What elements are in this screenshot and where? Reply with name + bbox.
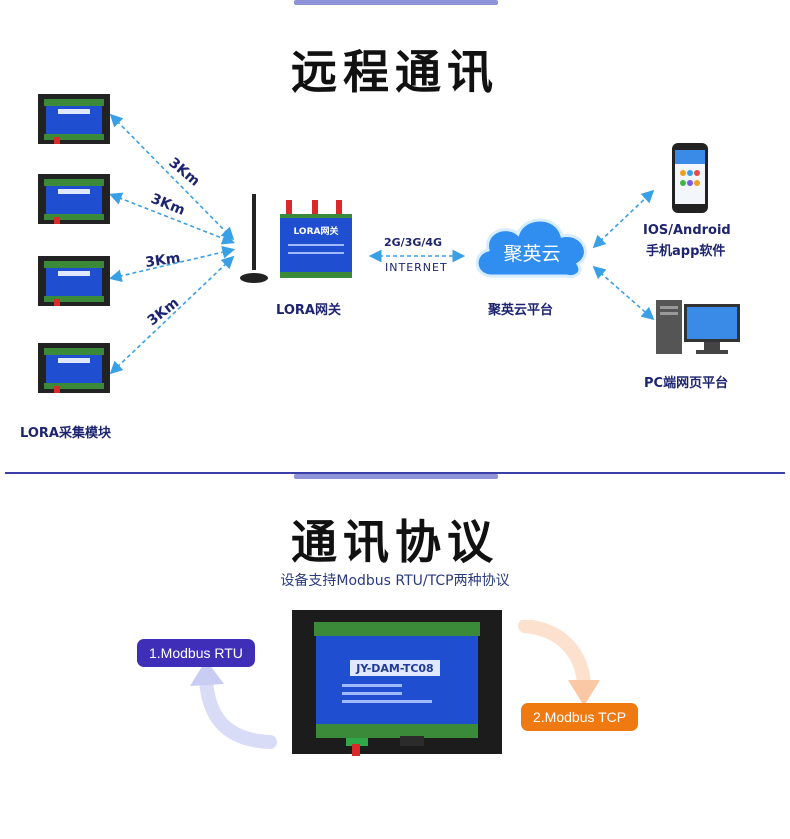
cloud-label: 聚英云平台 bbox=[488, 303, 554, 318]
device-model-text: JY-DAM-TC08 bbox=[355, 662, 433, 675]
arrow-tcp bbox=[518, 620, 591, 691]
section2-subtitle: 设备支持Modbus RTU/TCP两种协议 bbox=[280, 573, 510, 589]
link-cloud-pc bbox=[592, 265, 655, 321]
lora-module-3 bbox=[38, 256, 110, 306]
phone-icon bbox=[672, 143, 708, 213]
arrow-rtu bbox=[199, 673, 277, 749]
lora-module-1 bbox=[38, 94, 110, 144]
gateway-screen-text: LORA网关 bbox=[294, 225, 339, 237]
link-module-1 bbox=[109, 113, 235, 241]
middle-tab-bar bbox=[294, 474, 498, 479]
lora-module-2 bbox=[38, 174, 110, 224]
pc-icon bbox=[656, 300, 740, 354]
top-tab-bar bbox=[294, 0, 498, 5]
lora-gateway: LORA网关 bbox=[240, 194, 352, 283]
cloud-icon: 聚英云 bbox=[475, 218, 587, 278]
device-jy-dam-tc08: JY-DAM-TC08 bbox=[292, 610, 502, 756]
section1-title: 远程通讯 bbox=[291, 45, 499, 99]
network-bottom-label: INTERNET bbox=[385, 261, 448, 274]
distance-label-3: 3Km bbox=[144, 250, 181, 271]
pc-label: PC端网页平台 bbox=[644, 376, 729, 391]
link-module-2 bbox=[109, 192, 235, 245]
mobile-label-2: 手机app软件 bbox=[646, 244, 726, 259]
protocol-tcp-badge: 2.Modbus TCP bbox=[521, 703, 639, 731]
protocol-rtu-badge: 1.Modbus RTU bbox=[137, 639, 255, 667]
link-cloud-mobile bbox=[592, 189, 655, 249]
distance-label-2: 3Km bbox=[149, 191, 188, 219]
section2-title: 通讯协议 bbox=[291, 515, 499, 569]
distance-label-1: 3Km bbox=[165, 155, 202, 190]
gateway-label: LORA网关 bbox=[276, 303, 341, 318]
section-divider bbox=[5, 472, 785, 474]
module-label: LORA采集模块 bbox=[20, 426, 111, 441]
lora-module-4 bbox=[38, 343, 110, 393]
protocol-arrows bbox=[190, 620, 600, 749]
cloud-name: 聚英云 bbox=[503, 243, 560, 265]
link-lines: 3Km 3Km 3Km 3Km bbox=[108, 113, 655, 375]
mobile-label-1: IOS/Android bbox=[643, 223, 731, 238]
network-top-label: 2G/3G/4G bbox=[384, 236, 443, 249]
